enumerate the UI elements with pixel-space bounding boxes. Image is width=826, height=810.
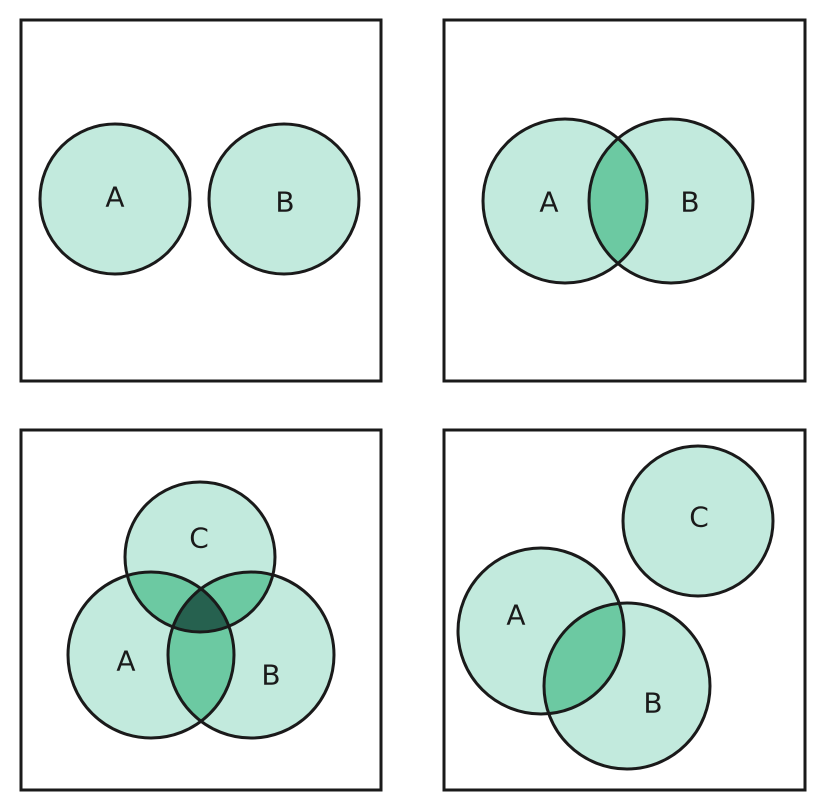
intersection-a-b-region [544,603,624,714]
panel-overlap-two-plus-disjoint: C A B [442,428,807,792]
panel-frame [442,18,807,383]
set-b-circle [207,122,361,276]
set-b-label: B [643,687,662,720]
set-b-label: B [275,186,294,219]
set-b-outline [587,117,755,285]
panel-frame [442,428,807,792]
set-a-outline [66,570,236,740]
intersection-a-b-region [589,119,647,283]
set-b-label: B [680,186,699,219]
set-a-outline [456,546,626,716]
panel-disjoint-two: A B [19,18,383,383]
set-c-circle [621,444,775,598]
panel-overlap-three: C A B [19,428,383,792]
set-a-label: A [116,645,135,678]
set-b-outline [542,601,712,771]
set-a-label: A [105,181,124,214]
set-c-label: C [689,501,709,534]
set-b-outline [166,570,336,740]
set-a-label: A [539,186,558,219]
set-b-label: B [261,659,280,692]
set-c-outline [123,480,277,634]
intersection-a-b-c-region [168,572,234,632]
set-c-label: C [189,522,209,555]
panel-frame [19,18,383,383]
set-a-outline [481,117,649,285]
set-a-circle [38,122,192,276]
set-a-label: A [506,599,525,632]
panel-overlap-two: A B [442,18,807,383]
panel-frame [19,428,383,792]
